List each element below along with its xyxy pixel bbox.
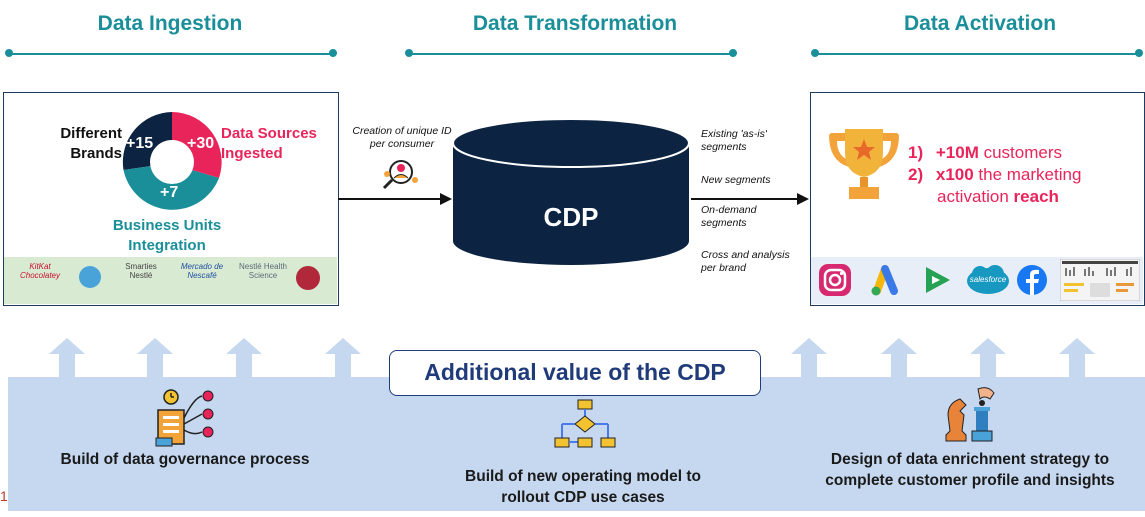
up-arrow-icon	[970, 338, 1006, 378]
page-number: 1	[0, 488, 8, 504]
header-line-dot	[329, 49, 337, 57]
output-new-segments: New segments	[701, 174, 771, 186]
item2-bold: x100	[935, 165, 974, 184]
additional-value-title: Additional value of the CDP	[424, 359, 726, 385]
nestle-health-logo	[79, 266, 101, 288]
up-arrow-icon	[137, 338, 173, 378]
kitkat-logo: KitKat Chocolatey	[19, 262, 61, 280]
header-line-ingestion	[9, 53, 331, 55]
flow-arrow-to-cdp	[338, 193, 452, 205]
units-value: +7	[160, 184, 179, 201]
brands-label: Different Brands	[60, 125, 122, 162]
unique-id-label: Creation of unique ID per consumer	[352, 125, 452, 150]
item1-rest: customers	[978, 143, 1062, 162]
sources-value: +30	[187, 135, 215, 152]
operating-model-label: Build of new operating model to rollout …	[465, 468, 701, 506]
ingestion-donut	[122, 112, 222, 210]
item2-line2-pre: activation	[937, 187, 1014, 206]
activation-item-2: 2) x100 the marketing	[908, 164, 1081, 186]
brands-value: +15	[126, 135, 154, 152]
header-data-ingestion: Data Ingestion	[97, 12, 243, 35]
up-arrow-icon	[49, 338, 85, 378]
up-arrow-icon	[226, 338, 262, 378]
brand-logos-strip	[4, 257, 337, 304]
up-arrow-icon	[325, 338, 361, 378]
mercado-logo: Mercado de Nescafé	[180, 262, 224, 280]
output-on-demand-segments: On-demand segments	[701, 204, 757, 229]
cdp-label: CDP	[543, 202, 599, 232]
sources-label: Data Sources Ingested	[221, 125, 317, 162]
additional-value-title-box	[389, 350, 761, 396]
header-line-transformation	[409, 53, 731, 55]
header-data-transformation: Data Transformation	[472, 12, 678, 35]
activation-item-2-line2: activation reach	[937, 186, 1059, 208]
header-data-activation: Data Activation	[903, 12, 1057, 35]
play-icon	[926, 267, 950, 293]
header-line-activation	[815, 53, 1137, 55]
trophy-icon	[829, 129, 899, 199]
governance-process-icon	[155, 389, 214, 447]
units-label: Business Units Integration	[112, 217, 222, 254]
header-line-dot	[729, 49, 737, 57]
up-arrow-icon	[881, 338, 917, 378]
item2-number: 2)	[908, 165, 924, 184]
item1-bold: +10M	[935, 143, 979, 162]
item2-rest: the marketing	[973, 165, 1082, 184]
dashboard-thumbnail	[1060, 259, 1140, 301]
instagram-icon	[819, 264, 851, 296]
governance-process-label: Build of data governance process	[60, 451, 310, 468]
consumer-search-icon	[382, 160, 418, 190]
output-existing-segments: Existing 'as-is' segments	[701, 128, 767, 153]
output-cross-analysis: Cross and analysis per brand	[701, 249, 790, 274]
chess-strategy-icon	[945, 387, 995, 442]
google-ads-icon	[871, 265, 898, 296]
item2-line2-bold: reach	[1013, 187, 1059, 206]
activation-item-1: 1) +10M customers	[908, 142, 1062, 164]
smarties-nestle-logo: Smarties Nestlé	[125, 262, 157, 280]
salesforce-text: salesforce	[969, 275, 1007, 284]
header-line-dot	[1135, 49, 1143, 57]
cdp-cylinder	[452, 118, 690, 265]
operating-model-flowchart-icon	[554, 399, 616, 448]
facebook-icon	[1017, 265, 1047, 295]
salesforce-icon	[967, 265, 1009, 294]
item1-number: 1)	[908, 143, 924, 162]
enrichment-strategy-label: Design of data enrichment strategy to co…	[825, 451, 1115, 489]
purina-logo	[296, 266, 320, 290]
nestle-health-science-logo: Nestlé Health Science	[238, 262, 288, 280]
up-arrow-icon	[1059, 338, 1095, 378]
flow-arrow-to-activation	[691, 193, 809, 205]
up-arrow-icon	[791, 338, 827, 378]
